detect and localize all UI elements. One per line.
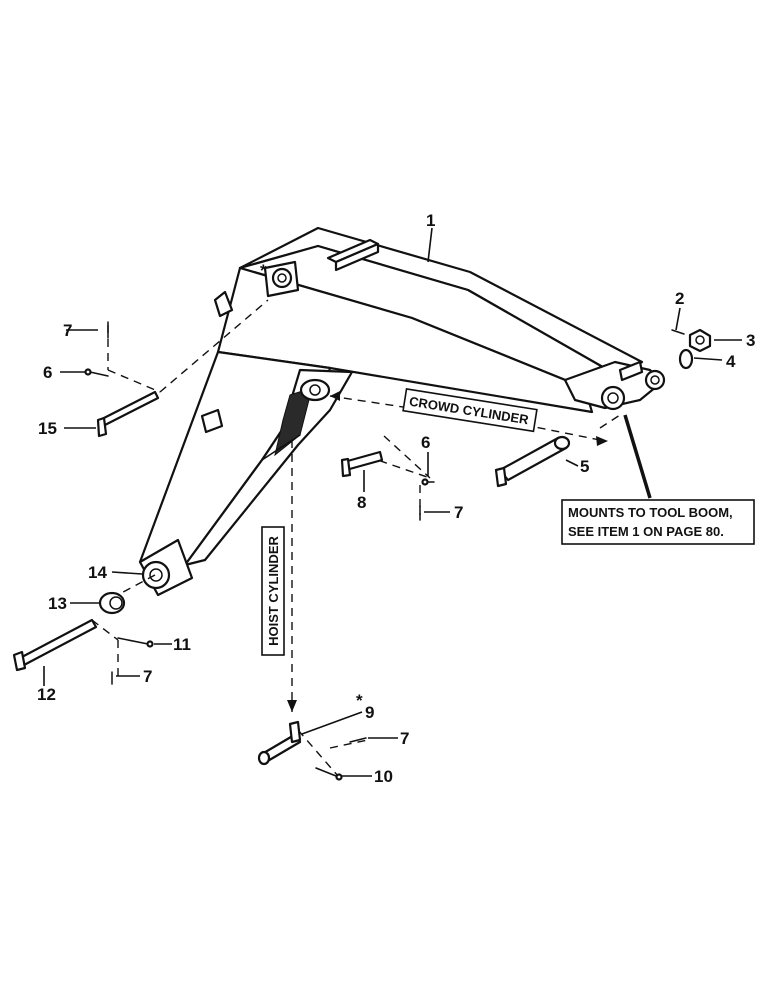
callout-9: 9 (365, 703, 374, 722)
callout-10: 10 (374, 767, 393, 786)
hoist-cylinder-label: HOIST CYLINDER (261, 526, 285, 656)
mounts-note-line1: MOUNTS TO TOOL BOOM, (568, 505, 733, 520)
callout-7-lower-left: 7 (143, 667, 152, 686)
callout-11: 11 (173, 635, 191, 654)
callout-7-top-left: 7 (63, 321, 72, 340)
callout-1: 1 (426, 211, 435, 230)
callout-3: 3 (746, 331, 755, 350)
callout-leaders (43, 227, 742, 777)
callout-9-star: * (356, 691, 363, 710)
callout-15: 15 (38, 419, 57, 438)
callout-2: 2 (675, 289, 684, 308)
main-boom (138, 226, 666, 597)
mounts-note: MOUNTS TO TOOL BOOM, SEE ITEM 1 ON PAGE … (561, 499, 755, 545)
hoist-cylinder-text: HOIST CYLINDER (266, 536, 281, 646)
callout-14: 14 (88, 563, 107, 582)
boom-asterisk: * (260, 261, 267, 280)
callout-7-bottom: 7 (400, 729, 409, 748)
callout-12: 12 (37, 685, 56, 704)
pins-and-hardware (12, 321, 712, 781)
callout-5: 5 (580, 457, 589, 476)
callout-numbers: 1 2 3 4 5 6 6 7 7 7 7 8 * 9 10 11 12 13 … (37, 211, 755, 786)
callout-7-middle: 7 (454, 503, 463, 522)
callout-8: 8 (357, 493, 366, 512)
callout-13: 13 (48, 594, 67, 613)
callout-6-left: 6 (43, 363, 52, 382)
mounts-note-line2: SEE ITEM 1 ON PAGE 80. (568, 524, 724, 539)
callout-4: 4 (726, 352, 736, 371)
callout-6-middle: 6 (421, 433, 430, 452)
